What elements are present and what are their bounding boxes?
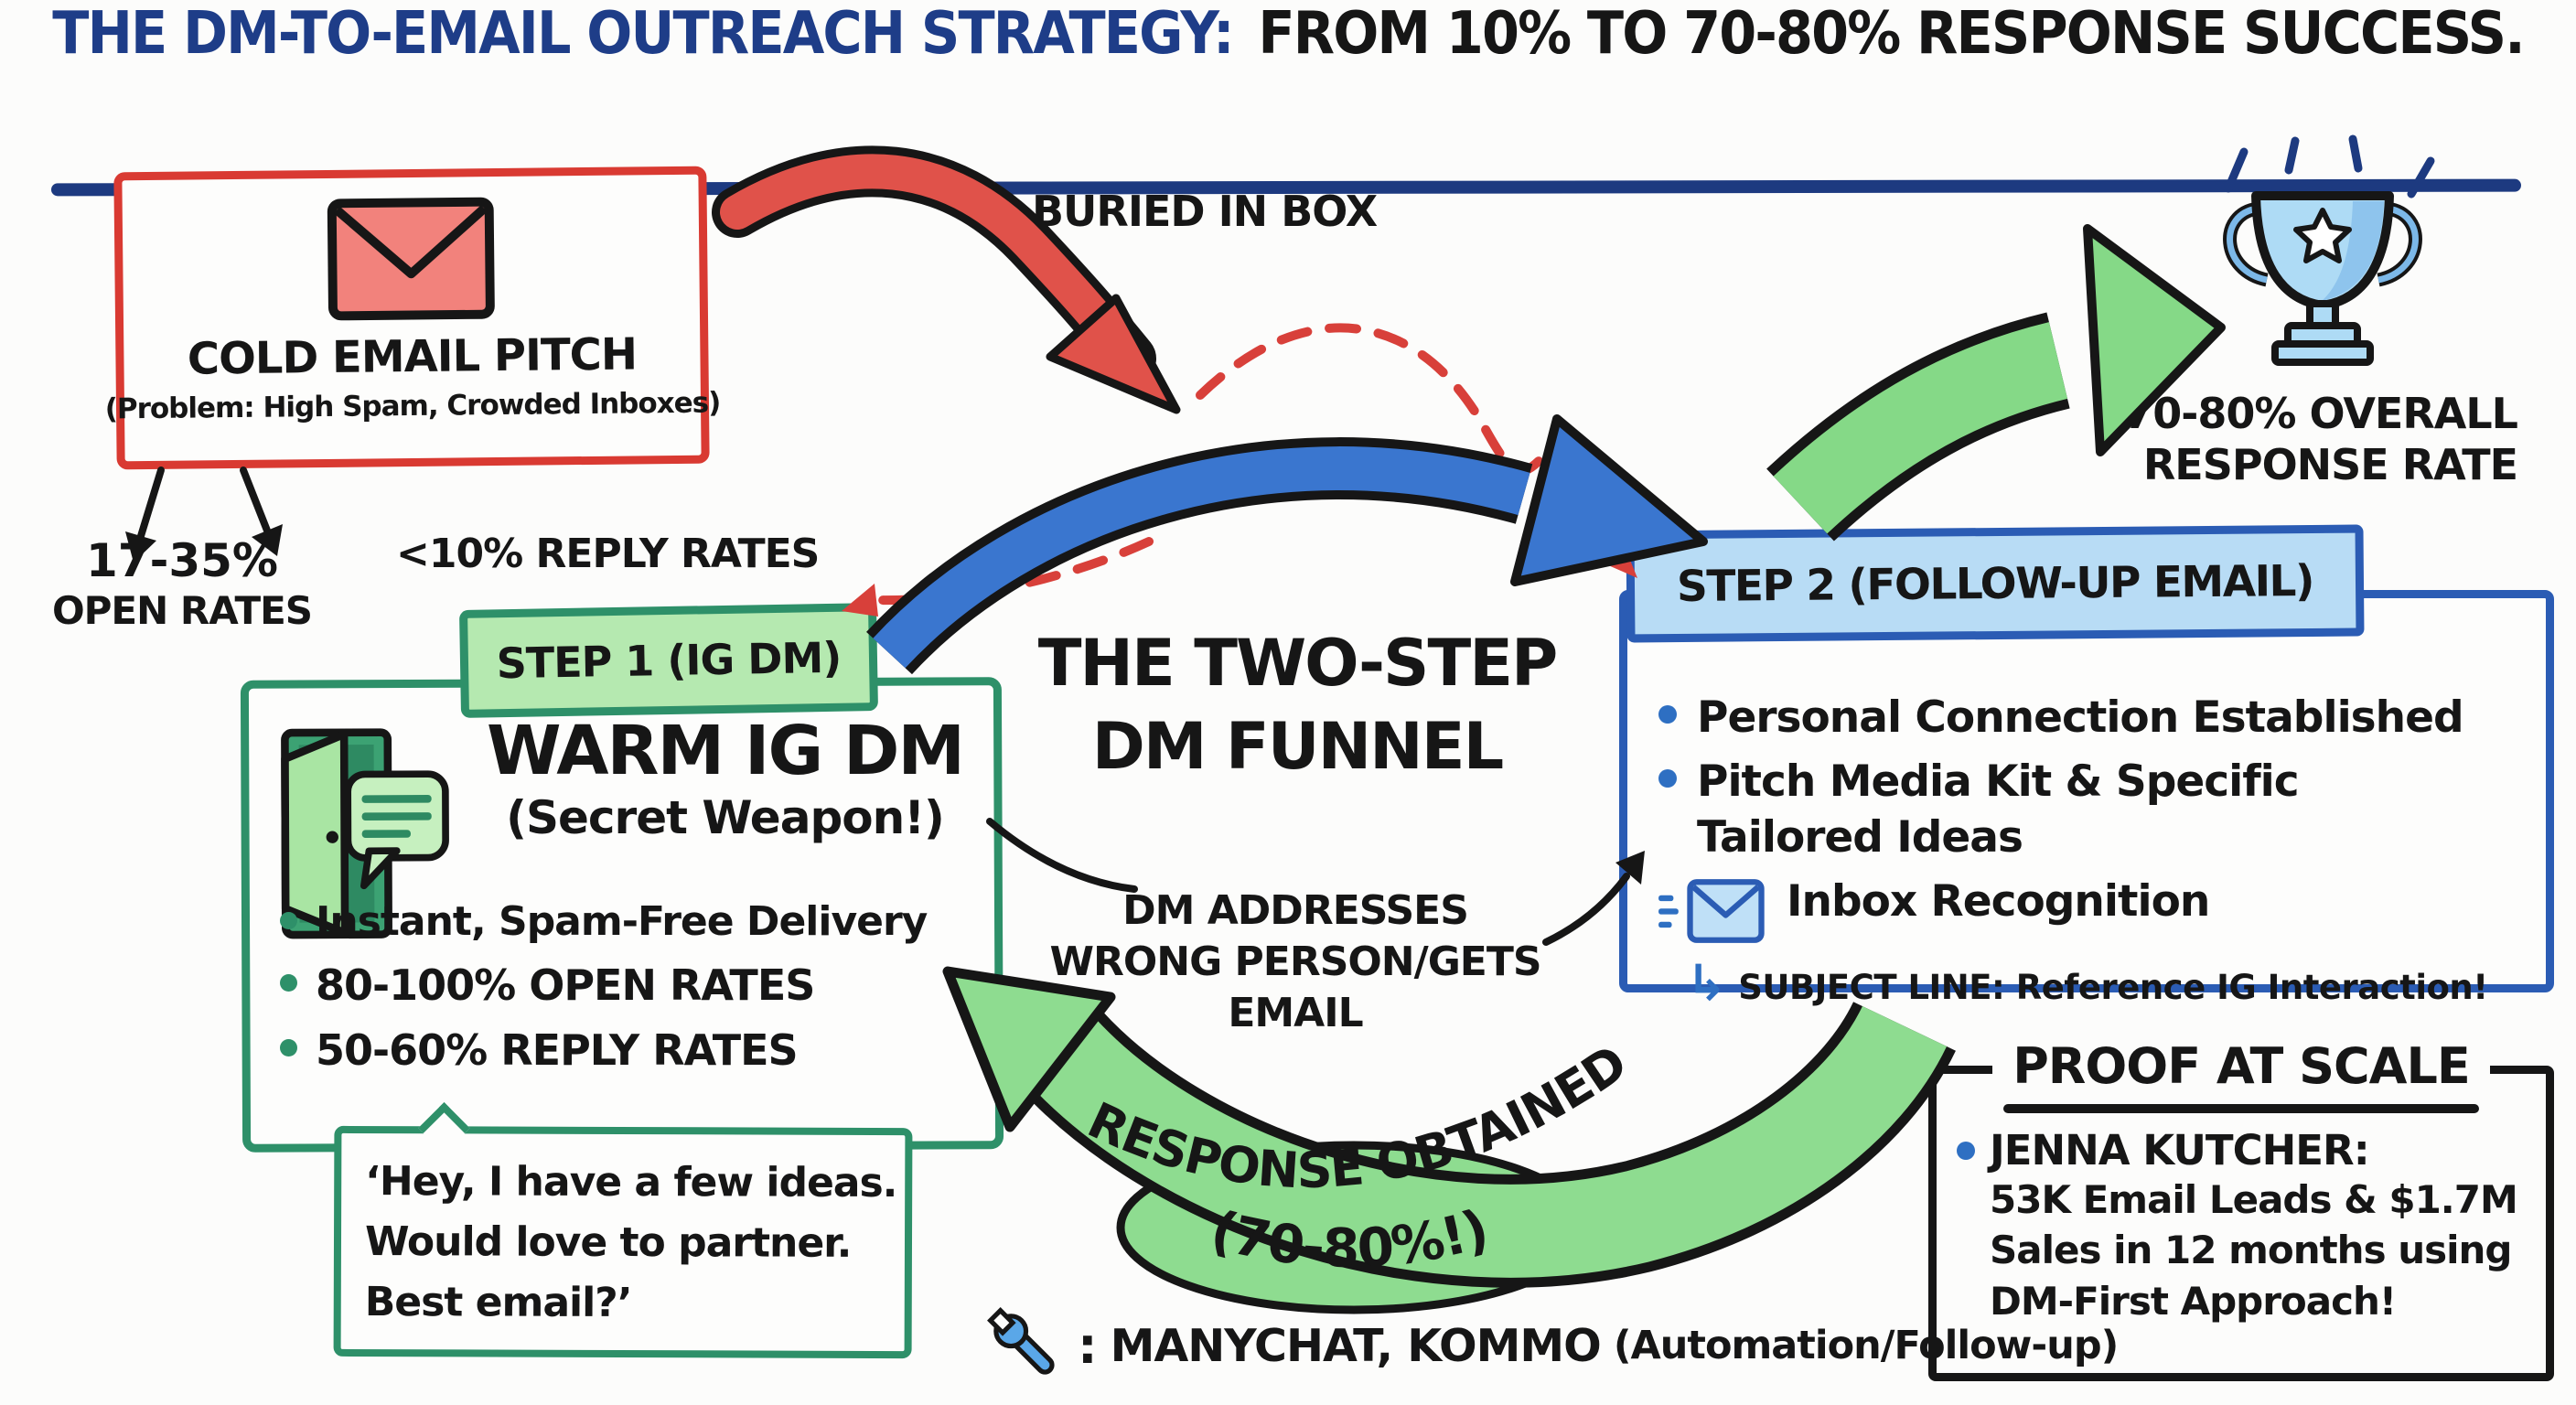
step2-bullet-text: Pitch Media Kit & Specific Tailored Idea… bbox=[1697, 754, 2300, 865]
overall-response-stat: 70-80% OVERALL RESPONSE RATE bbox=[2060, 388, 2518, 490]
response-obtained-label: RESPONSE OBTAINED bbox=[1079, 1034, 1637, 1199]
return-arrow-icon: ↳ bbox=[1686, 954, 1728, 1013]
list-item: Pitch Media Kit & Specific Tailored Idea… bbox=[1658, 754, 2524, 865]
response-obtained-rate: (70-80%!) bbox=[1205, 1197, 1495, 1280]
funnel-title: THE TWO-STEP DM FUNNEL bbox=[1023, 622, 1572, 788]
red-envelope-icon bbox=[327, 197, 495, 321]
open-rates-stat: 17-35% OPEN RATES bbox=[40, 533, 324, 634]
tools-names: MANYCHAT, KOMMO bbox=[1110, 1319, 1602, 1372]
step1-heading: WARM IG DM bbox=[486, 712, 965, 790]
step2-bullet2-line1: Pitch Media Kit & Specific bbox=[1697, 756, 2300, 808]
blue-funnel-arrow bbox=[866, 414, 1708, 675]
page-title-rest: FROM 10% TO 70-80% RESPONSE SUCCESS. bbox=[1258, 0, 2525, 68]
red-dashed-arc-to-step2 bbox=[1196, 323, 1637, 578]
blue-envelope-icon bbox=[1658, 875, 1766, 950]
tools-detail: (Automation/Follow-up) bbox=[1613, 1323, 2119, 1368]
subject-line-row: ↳ SUBJECT LINE: Reference IG Interaction… bbox=[1686, 959, 2524, 1008]
bullet-dot bbox=[280, 1039, 297, 1056]
overall-response-line1: 70-80% OVERALL bbox=[2124, 389, 2518, 438]
list-item: 80-100% OPEN RATES bbox=[280, 960, 927, 1010]
door-dm-icon bbox=[281, 728, 449, 939]
bridge-connector-left bbox=[986, 818, 1138, 893]
list-item: JENNA KUTCHER: 53K Email Leads & $1.7M S… bbox=[1937, 1126, 2546, 1326]
page-title-highlight: THE DM-TO-EMAIL OUTREACH STRATEGY: bbox=[52, 0, 1234, 68]
quote-line: Best email?’ bbox=[364, 1279, 632, 1327]
step1-bullet-text: 50-60% REPLY RATES bbox=[316, 1025, 799, 1075]
funnel-title-line1: THE TWO-STEP bbox=[1037, 626, 1559, 701]
step1-bullet-text: 80-100% OPEN RATES bbox=[316, 960, 815, 1010]
tools-colon: : bbox=[1078, 1316, 1098, 1375]
tools-row: : MANYCHAT, KOMMO (Automation/Follow-up) bbox=[986, 1306, 2119, 1385]
bullet-dot bbox=[1658, 705, 1677, 724]
trophy-icon bbox=[2223, 134, 2435, 366]
list-item: Personal Connection Established bbox=[1658, 690, 2524, 745]
reply-rates-stat: <10% REPLY RATES bbox=[396, 531, 820, 577]
bridge-line3: EMAIL bbox=[1228, 989, 1363, 1036]
overall-response-line2: RESPONSE RATE bbox=[2142, 440, 2518, 490]
step1-bullet-list: Instant, Spam-Free Delivery 80-100% OPEN… bbox=[280, 898, 928, 1075]
proof-title: PROOF AT SCALE bbox=[1992, 1037, 2490, 1095]
bridge-line1: DM ADDRESSES bbox=[1122, 887, 1469, 934]
funnel-bridge-note: DM ADDRESSES WRONG PERSON/GETS EMAIL bbox=[1048, 885, 1542, 1039]
step2-badge: STEP 2 (FOLLOW-UP EMAIL) bbox=[1626, 524, 2365, 643]
cold-box-down-arrows bbox=[137, 467, 271, 540]
step1-badge: STEP 1 (IG DM) bbox=[459, 603, 878, 718]
proof-line: DM-First Approach! bbox=[1990, 1278, 2397, 1324]
quote-line: Would love to partner. bbox=[364, 1218, 852, 1267]
subject-line-text: SUBJECT LINE: Reference IG Interaction! bbox=[1738, 968, 2488, 1008]
list-item: 50-60% REPLY RATES bbox=[280, 1025, 927, 1075]
step1-panel bbox=[240, 677, 1004, 1153]
step2-bullet-text: Inbox Recognition bbox=[1787, 876, 2210, 928]
step2-bullet-text: Personal Connection Established bbox=[1697, 692, 2464, 743]
quote-line: ‘Hey, I have a few ideas. bbox=[365, 1158, 897, 1207]
step2-panel: Personal Connection Established Pitch Me… bbox=[1619, 590, 2554, 1008]
proof-panel: PROOF AT SCALE JENNA KUTCHER: 53K Email … bbox=[1928, 1037, 2554, 1381]
step1-bullet-text: Instant, Spam-Free Delivery bbox=[316, 898, 928, 945]
bullet-dot bbox=[1957, 1142, 1975, 1160]
bullet-dot bbox=[280, 974, 297, 992]
step1-subheading: (Secret Weapon!) bbox=[506, 791, 945, 845]
dm-quote-bubble: ‘Hey, I have a few ideas. Would love to … bbox=[333, 1102, 913, 1359]
cold-email-problem: (Problem: High Spam, Crowded Inboxes) bbox=[104, 386, 721, 426]
list-item: Inbox Recognition bbox=[1658, 874, 2524, 950]
bullet-dot bbox=[280, 912, 297, 929]
page-title: THE DM-TO-EMAIL OUTREACH STRATEGY: FROM … bbox=[52, 0, 2525, 68]
red-dashed-arc-to-step1 bbox=[842, 537, 1154, 617]
open-rate-label: OPEN RATES bbox=[51, 588, 313, 633]
proof-name: JENNA KUTCHER: bbox=[1990, 1126, 2370, 1174]
proof-line: 53K Email Leads & $1.7M bbox=[1990, 1177, 2518, 1222]
cold-email-heading: COLD EMAIL PITCH bbox=[187, 328, 638, 385]
cold-email-panel: COLD EMAIL PITCH (Problem: High Spam, Cr… bbox=[105, 166, 721, 470]
bullet-dot bbox=[1658, 769, 1677, 788]
bridge-line2: WRONG PERSON/GETS bbox=[1049, 938, 1541, 985]
wrench-icon bbox=[987, 1307, 1055, 1375]
proof-line: Sales in 12 months using bbox=[1990, 1228, 2512, 1273]
step1-heading-block: WARM IG DM (Secret Weapon!) bbox=[462, 712, 988, 845]
proof-title-underline bbox=[2003, 1104, 2479, 1113]
funnel-title-line2: DM FUNNEL bbox=[1091, 709, 1504, 784]
sparkle-lines bbox=[2224, 134, 2435, 198]
step2-bullet2-line2: Tailored Ideas bbox=[1697, 812, 2023, 863]
list-item: Instant, Spam-Free Delivery bbox=[280, 898, 928, 945]
buried-in-box-label: BURIED IN BOX bbox=[1032, 187, 1378, 236]
open-rate-value: 17-35% bbox=[85, 534, 278, 587]
